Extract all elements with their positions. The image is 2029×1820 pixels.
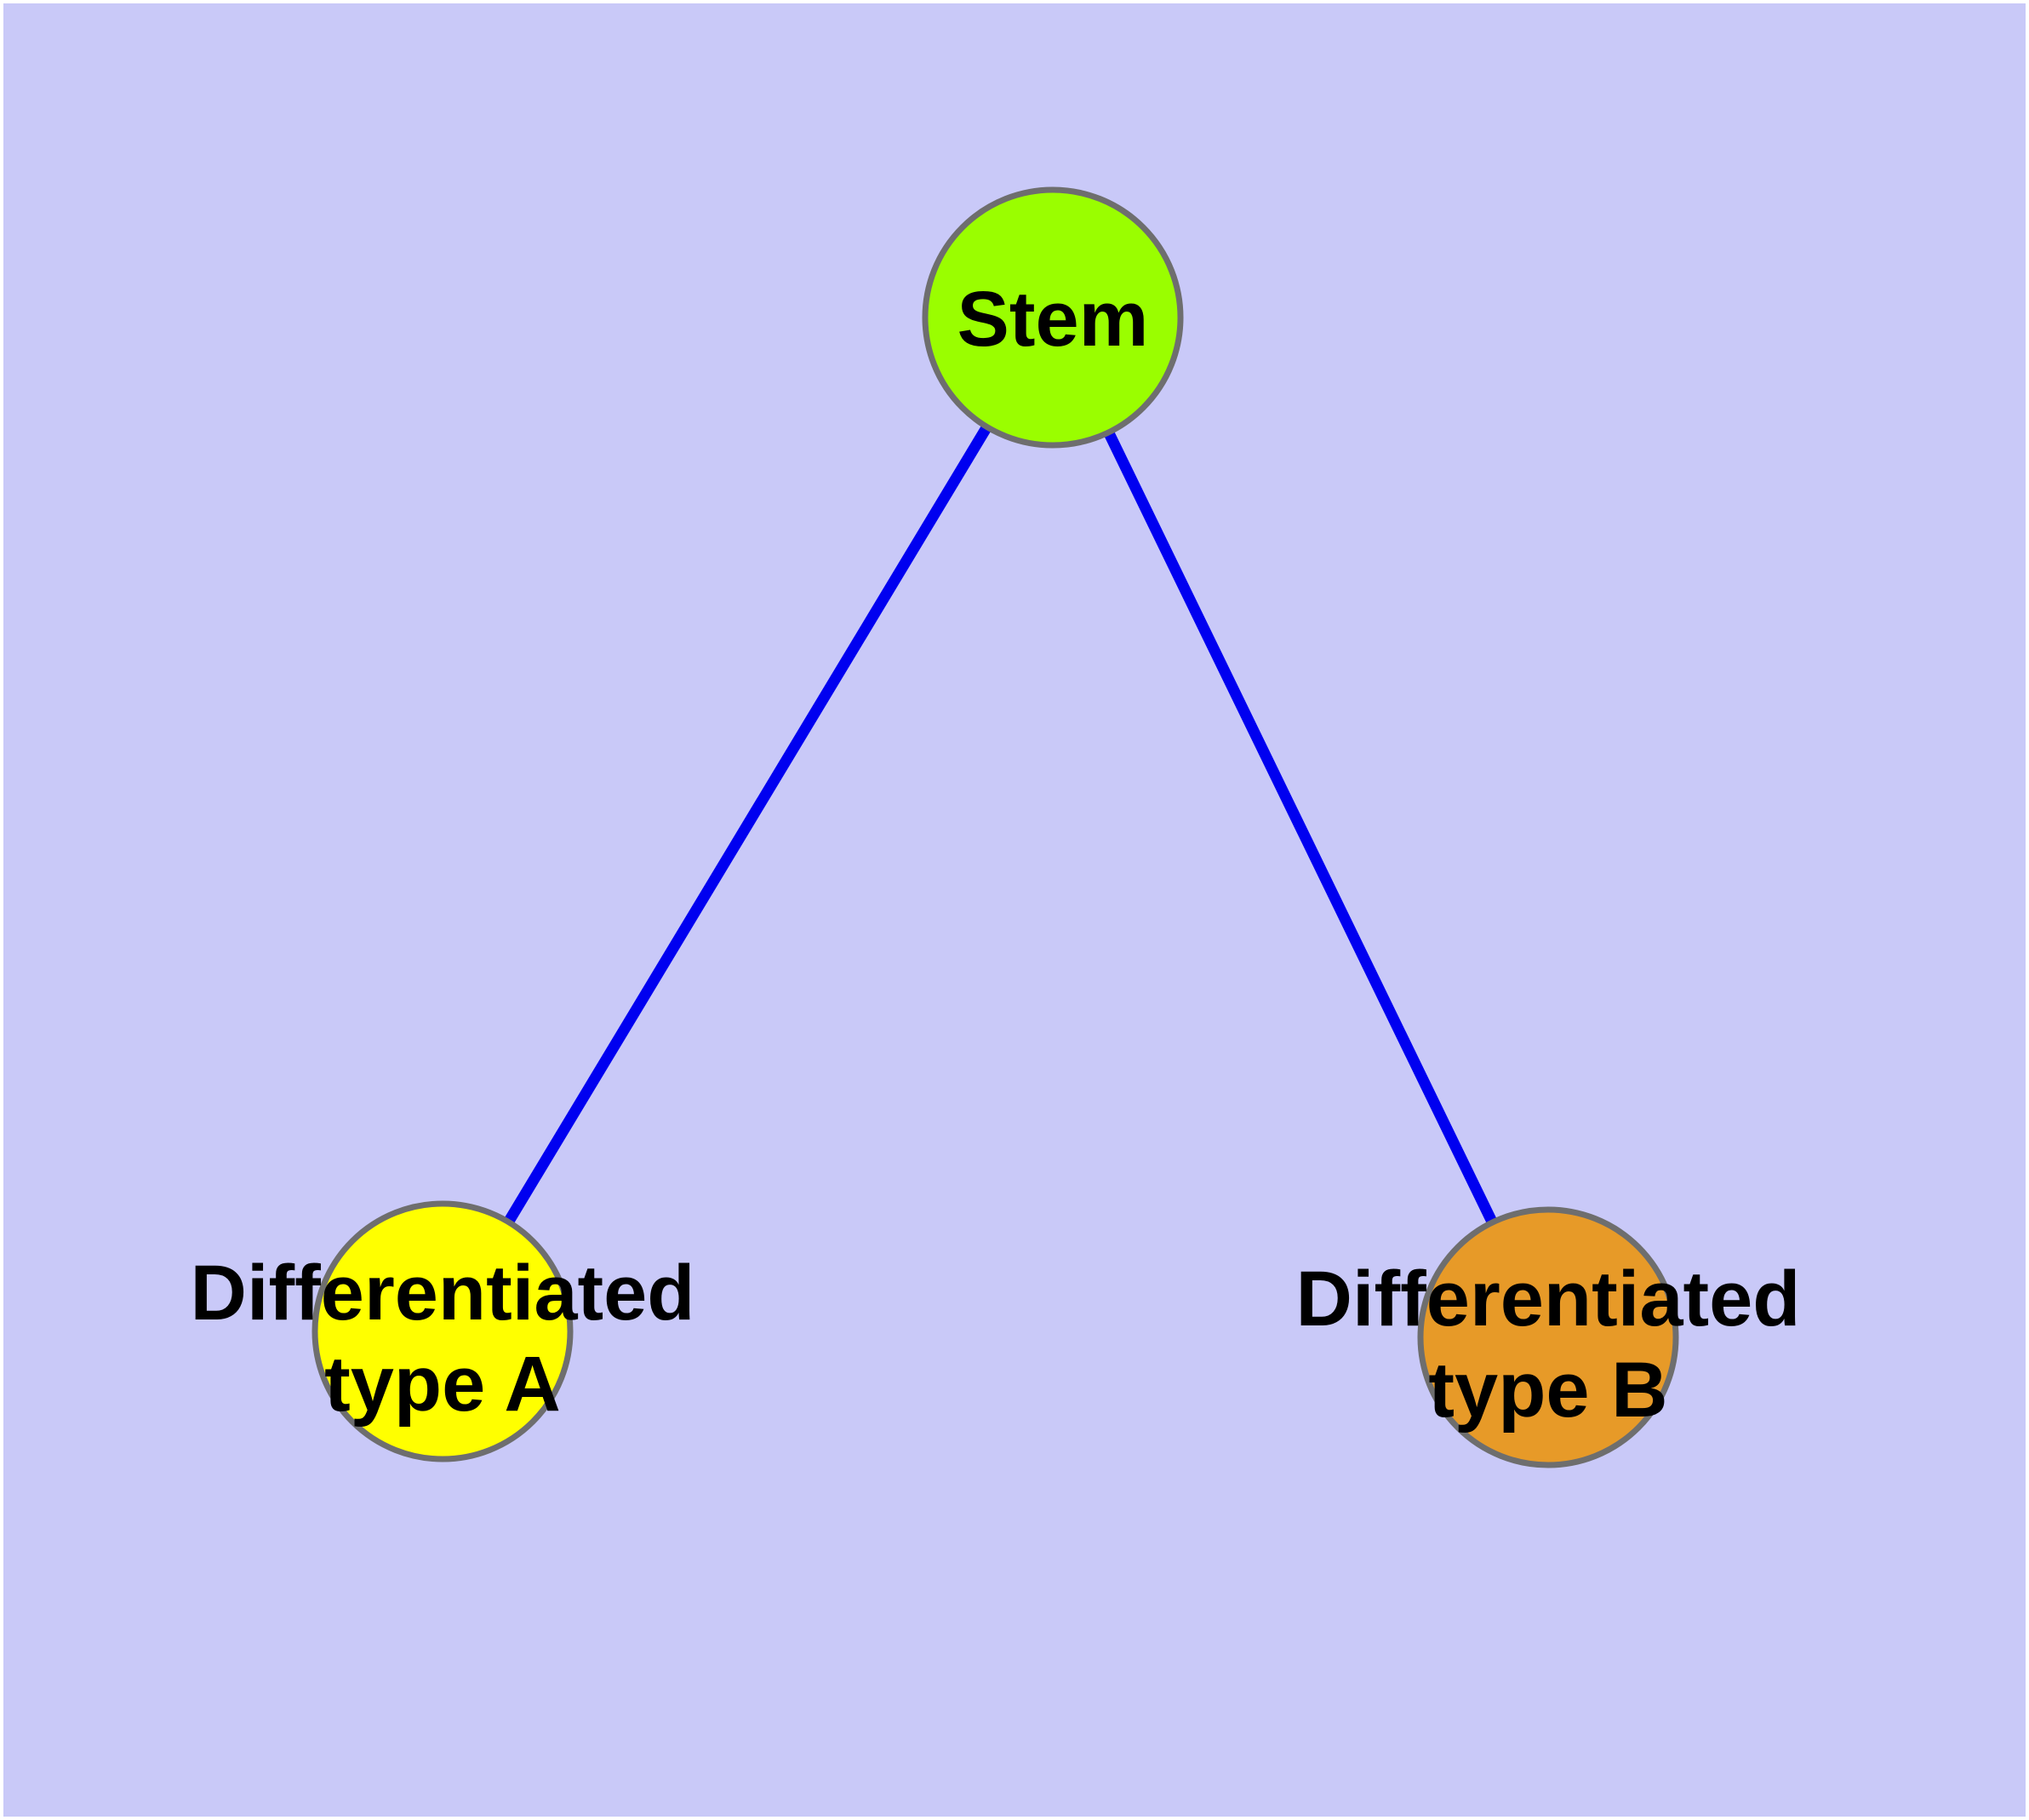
- edge-stem-to-type-a: [437, 314, 1058, 1335]
- differentiated-type-b-label-line1: Differentiated: [1296, 1256, 1801, 1342]
- differentiated-type-a-label-line1: Differentiated: [191, 1250, 695, 1336]
- differentiated-type-a-node-circle: [311, 1200, 574, 1462]
- stem-node-label: Stem: [957, 276, 1149, 363]
- edge-stem-to-type-b: [1048, 315, 1553, 1340]
- stem-node-circle: [922, 186, 1184, 449]
- differentiated-type-a-label-line2: type A: [324, 1341, 561, 1428]
- differentiated-type-b-node-circle: [1417, 1206, 1679, 1468]
- differentiated-type-b-label-line2: type B: [1428, 1347, 1667, 1434]
